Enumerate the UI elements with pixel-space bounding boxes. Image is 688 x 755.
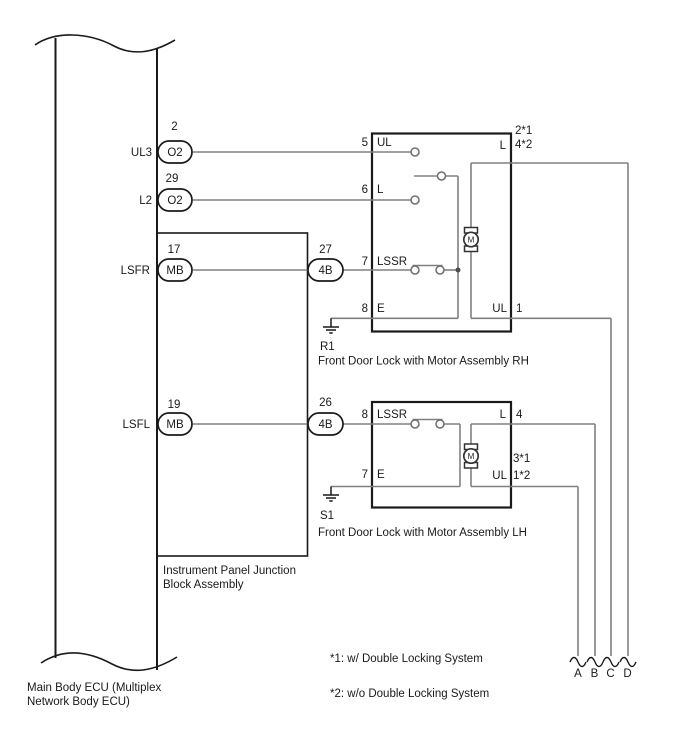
ecu-pin-number-17: 17 xyxy=(168,244,181,256)
wire-rh-ul xyxy=(471,317,612,656)
lh-pin7-label: E xyxy=(377,469,385,481)
lh-motor-label: M xyxy=(468,452,475,461)
junction-block-label-line2: Block Assembly xyxy=(163,579,244,591)
rh-arm-pivot-icon xyxy=(436,171,447,181)
terminal-label-c: C xyxy=(606,668,614,680)
wires xyxy=(193,151,629,656)
jb-pin-number-27: 27 xyxy=(319,244,332,256)
rh-ground-label: R1 xyxy=(320,341,335,353)
ecu-label-line2: Network Body ECU) xyxy=(27,696,130,708)
rh-junction-dot xyxy=(455,267,461,273)
lh-pin7-number: 7 xyxy=(362,469,368,481)
break-icon-d xyxy=(619,656,637,668)
rh-motor-icon: M xyxy=(462,226,480,253)
ecu-signal-l2: L2 xyxy=(139,195,152,207)
connector-oval-o2-2 xyxy=(157,188,193,212)
ecu-break-bottom-icon xyxy=(40,652,178,672)
rh-ul-label: UL xyxy=(492,303,507,315)
connector-oval-4b-2 xyxy=(307,412,344,436)
ecu-pin-number-19: 19 xyxy=(168,399,181,411)
lh-pin8-number: 8 xyxy=(362,409,368,421)
rh-l-pin-a: 2*1 xyxy=(515,125,532,137)
jb-pin-number-26: 26 xyxy=(319,397,332,409)
rh-lock-title: Front Door Lock with Motor Assembly RH xyxy=(318,356,529,368)
ecu-pin-number-29: 29 xyxy=(166,173,179,185)
break-icon-a xyxy=(569,656,587,668)
rh-lssr-contact-right-icon xyxy=(435,265,445,275)
connector-oval-mb-1 xyxy=(157,258,193,282)
ecu-signal-lsfr: LSFR xyxy=(121,265,150,277)
ecu-signal-ul3: UL3 xyxy=(131,147,152,159)
lh-motor-icon: M xyxy=(462,443,480,469)
main-ecu-bus xyxy=(34,34,178,672)
lh-l-label: L xyxy=(500,409,507,421)
terminal-breaks xyxy=(569,656,637,668)
wire-lh-ul xyxy=(471,485,579,656)
lh-ul-pin-b: 1*2 xyxy=(513,470,530,482)
jb-connector-4b-1: 4B xyxy=(318,265,332,277)
rh-ul-pin: 1 xyxy=(516,303,522,315)
lh-motor-body xyxy=(462,447,480,465)
rh-pin8-label: E xyxy=(377,303,385,315)
note-double-locking-with: *1: w/ Double Locking System xyxy=(330,653,483,665)
break-icon-c xyxy=(602,656,620,668)
lh-l-pin: 4 xyxy=(516,409,523,421)
lh-ground-label: S1 xyxy=(320,510,334,522)
ecu-break-top-icon xyxy=(34,34,176,53)
rh-pin6-number: 6 xyxy=(362,184,368,196)
ecu-signal-lsfl: LSFL xyxy=(123,419,151,431)
rh-pin5-number: 5 xyxy=(362,137,368,149)
rh-pin6-label: L xyxy=(377,184,384,196)
ecu-label-line1: Main Body ECU (Multiplex xyxy=(27,682,161,694)
lh-ul-label: UL xyxy=(492,470,507,482)
ecu-connector-o2-1: O2 xyxy=(167,147,182,159)
lh-lssr-contact-right-icon xyxy=(435,419,445,429)
lh-switch-common xyxy=(444,423,461,487)
ecu-connector-o2-2: O2 xyxy=(167,195,182,207)
ground-icon-s1 xyxy=(323,486,339,502)
rh-pin7-number: 7 xyxy=(362,256,368,268)
junction-block-label-line1: Instrument Panel Junction xyxy=(163,565,296,577)
rh-switch-common xyxy=(445,175,459,319)
connectors xyxy=(157,140,344,436)
rh-pin6-contact-icon xyxy=(410,195,420,205)
rh-pin8-number: 8 xyxy=(362,303,368,315)
rh-pin5-label: UL xyxy=(377,137,392,149)
terminal-label-b: B xyxy=(591,668,599,680)
ecu-pin-number-2: 2 xyxy=(171,121,177,133)
connector-oval-4b-1 xyxy=(307,258,344,282)
connector-oval-o2-1 xyxy=(157,140,193,164)
junction-block-box xyxy=(156,232,309,557)
rh-lock-box xyxy=(370,132,513,333)
rh-l-label: L xyxy=(500,140,507,152)
rh-pin5-contact-icon xyxy=(410,147,420,157)
switch-contacts xyxy=(410,147,447,429)
terminal-label-a: A xyxy=(574,668,582,680)
rh-motor-body xyxy=(462,231,480,248)
lh-lssr-contact-left-icon xyxy=(410,419,420,429)
ecu-connector-mb-1: MB xyxy=(166,265,184,277)
ground-icon-r1 xyxy=(323,318,339,334)
rh-l-pin-b: 4*2 xyxy=(515,139,532,151)
lh-lock-box xyxy=(370,400,513,509)
wire-lh-l xyxy=(471,423,596,656)
lh-lock-title: Front Door Lock with Motor Assembly LH xyxy=(318,527,527,539)
rh-pin7-label: LSSR xyxy=(377,256,407,268)
jb-connector-4b-2: 4B xyxy=(318,419,332,431)
lh-ul-pin-a: 3*1 xyxy=(513,453,530,465)
lh-pin8-label: LSSR xyxy=(377,409,407,421)
note-double-locking-without: *2: w/o Double Locking System xyxy=(330,688,489,700)
terminal-label-d: D xyxy=(623,668,631,680)
rh-motor-label: M xyxy=(468,236,475,245)
wire-rh-l xyxy=(471,162,629,656)
connector-oval-mb-2 xyxy=(157,412,193,436)
ecu-connector-mb-2: MB xyxy=(166,419,184,431)
break-icon-b xyxy=(586,656,604,668)
rh-lssr-contact-left-icon xyxy=(410,265,420,275)
